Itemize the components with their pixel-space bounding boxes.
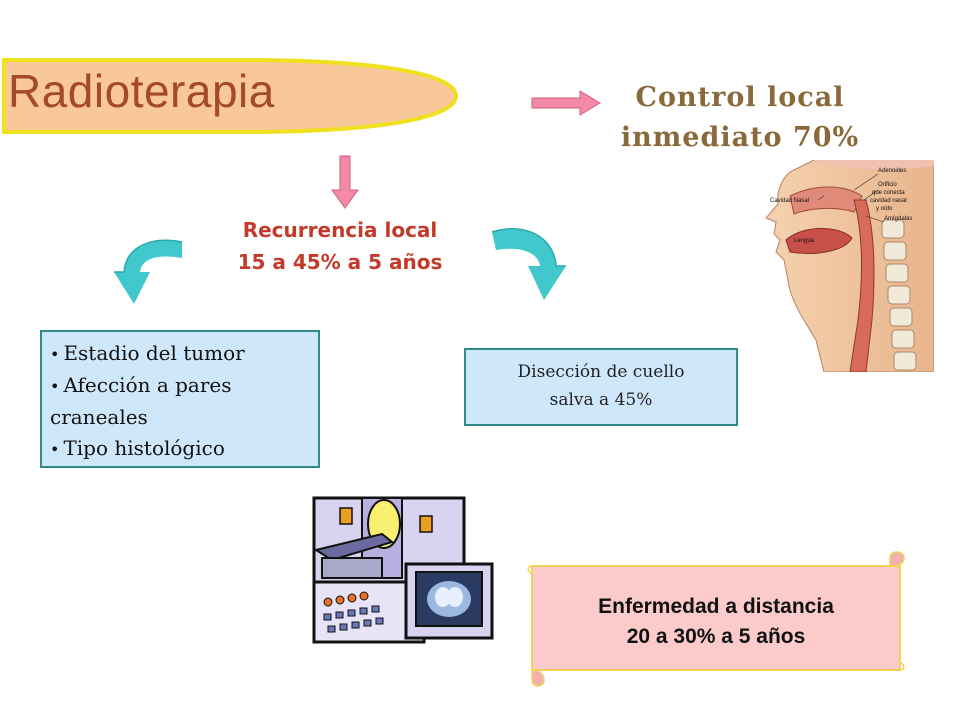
svg-text:Cavidad Nasal: Cavidad Nasal bbox=[770, 198, 809, 204]
recurrence-label: Recurrencia local 15 a 45% a 5 años bbox=[237, 218, 443, 274]
neck-dissection-box: Disección de cuello salva a 45% bbox=[464, 348, 738, 426]
factor-item: •Estadio del tumor bbox=[50, 341, 245, 365]
svg-text:y oído: y oído bbox=[876, 206, 893, 212]
distance-disease-label: Enfermedad a distancia 20 a 30% a 5 años bbox=[598, 595, 834, 648]
orificio-label: Orificio bbox=[878, 182, 897, 188]
curved-arrow-left-icon bbox=[114, 239, 183, 304]
svg-text:cavidad nasal: cavidad nasal bbox=[870, 198, 907, 204]
page-title: Radioterapia bbox=[8, 65, 275, 117]
svg-text:Amígdalas: Amígdalas bbox=[884, 216, 912, 222]
head-neck-anatomy-image: Adenoides Orificio que conecta cavidad n… bbox=[765, 160, 934, 372]
curved-arrow-right-icon bbox=[491, 228, 566, 300]
svg-text:Lengua: Lengua bbox=[794, 238, 815, 244]
arrow-right-icon bbox=[531, 90, 601, 116]
factor-item: •Tipo histológico bbox=[50, 436, 225, 460]
factor-item: •Afección a pares craneales bbox=[50, 373, 232, 429]
arrow-down-icon bbox=[331, 155, 359, 209]
radiotherapy-machine-clipart bbox=[312, 496, 494, 644]
svg-text:Adenoides: Adenoides bbox=[878, 168, 906, 174]
scroll-banner bbox=[527, 551, 905, 687]
prognostic-factors-box: •Estadio del tumor •Afección a pares cra… bbox=[40, 330, 320, 468]
svg-text:que conecta: que conecta bbox=[872, 190, 905, 196]
control-local-label: Control local inmediato 70% bbox=[620, 82, 860, 153]
title-banner bbox=[2, 58, 459, 134]
